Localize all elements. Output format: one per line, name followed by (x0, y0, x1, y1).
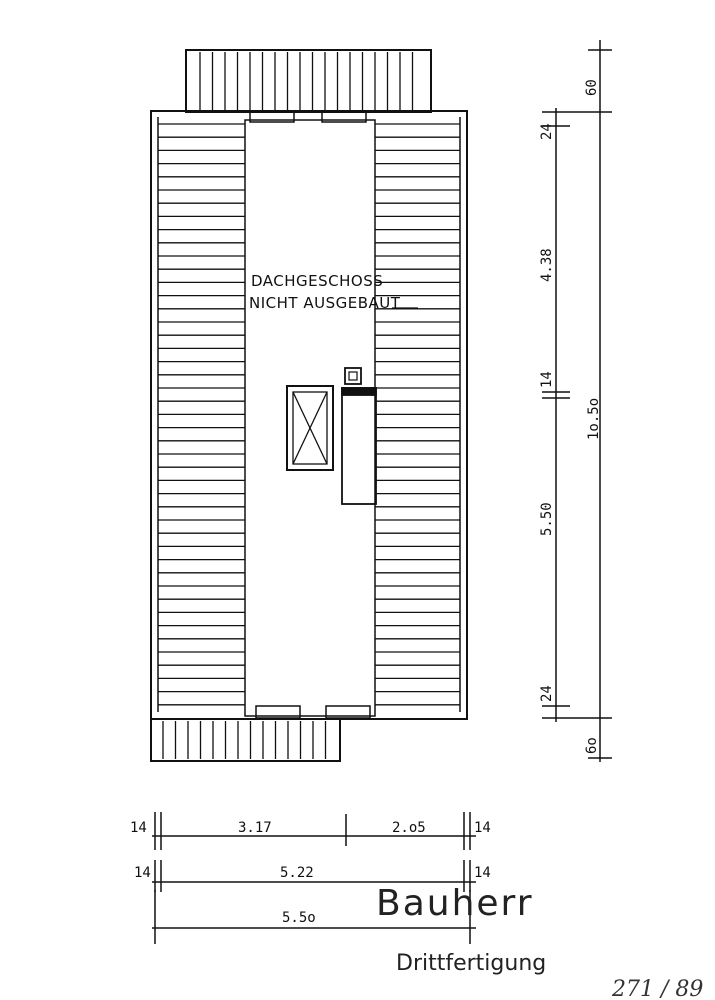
gable-windows (249, 111, 371, 719)
dim-lower-span: 5.50 (539, 502, 555, 536)
inner-attic-area (244, 119, 376, 717)
left-roof-rafters (158, 123, 245, 706)
handwritten-note: 271 / 89 (611, 977, 703, 1000)
room-label-line1: DACHGESCHOSS (251, 272, 383, 290)
dim-bottom-eave: 6o (584, 737, 600, 754)
horizontal-dimension-labels: 14 3.17 2.o5 14 14 5.22 14 5.5o (130, 820, 491, 926)
dim-top-wall: 24 (539, 123, 555, 140)
right-roof-rafters (375, 123, 460, 706)
stamp-drittfertigung: Drittfertigung (396, 951, 546, 976)
dim-upper-span: 4.38 (539, 248, 555, 282)
stamp-bauherr: Bauherr (376, 883, 534, 924)
room-label-line2: NICHT AUSGEBAUT (249, 294, 401, 312)
bottom-dormer-roof (150, 718, 341, 762)
dim-row1-right-wall: 14 (474, 820, 491, 836)
dim-row1-span-a: 3.17 (238, 820, 272, 836)
roof-hatch (286, 385, 334, 471)
chimney (341, 367, 377, 505)
top-dormer-rafters (199, 52, 414, 110)
horizontal-dimension-lines (152, 812, 476, 944)
dim-top-eave: 60 (584, 79, 600, 96)
top-dormer-roof (185, 49, 432, 113)
vertical-dimension-labels: 60 24 4.38 14 1o.5o 5.50 24 6o (539, 79, 602, 754)
vertical-dimension-lines (542, 40, 612, 762)
dim-row2-left-wall: 14 (134, 865, 151, 881)
dim-row3-total: 5.5o (282, 910, 316, 926)
dim-bottom-wall: 24 (539, 685, 555, 702)
bottom-dormer-rafters (162, 721, 327, 759)
dim-row1-left-wall: 14 (130, 820, 147, 836)
dim-row2-inner: 5.22 (280, 865, 314, 881)
dim-row2-right-wall: 14 (474, 865, 491, 881)
dim-middle-wall: 14 (539, 371, 555, 388)
dim-row1-span-b: 2.o5 (392, 820, 426, 836)
dim-total-height: 1o.5o (586, 398, 602, 440)
